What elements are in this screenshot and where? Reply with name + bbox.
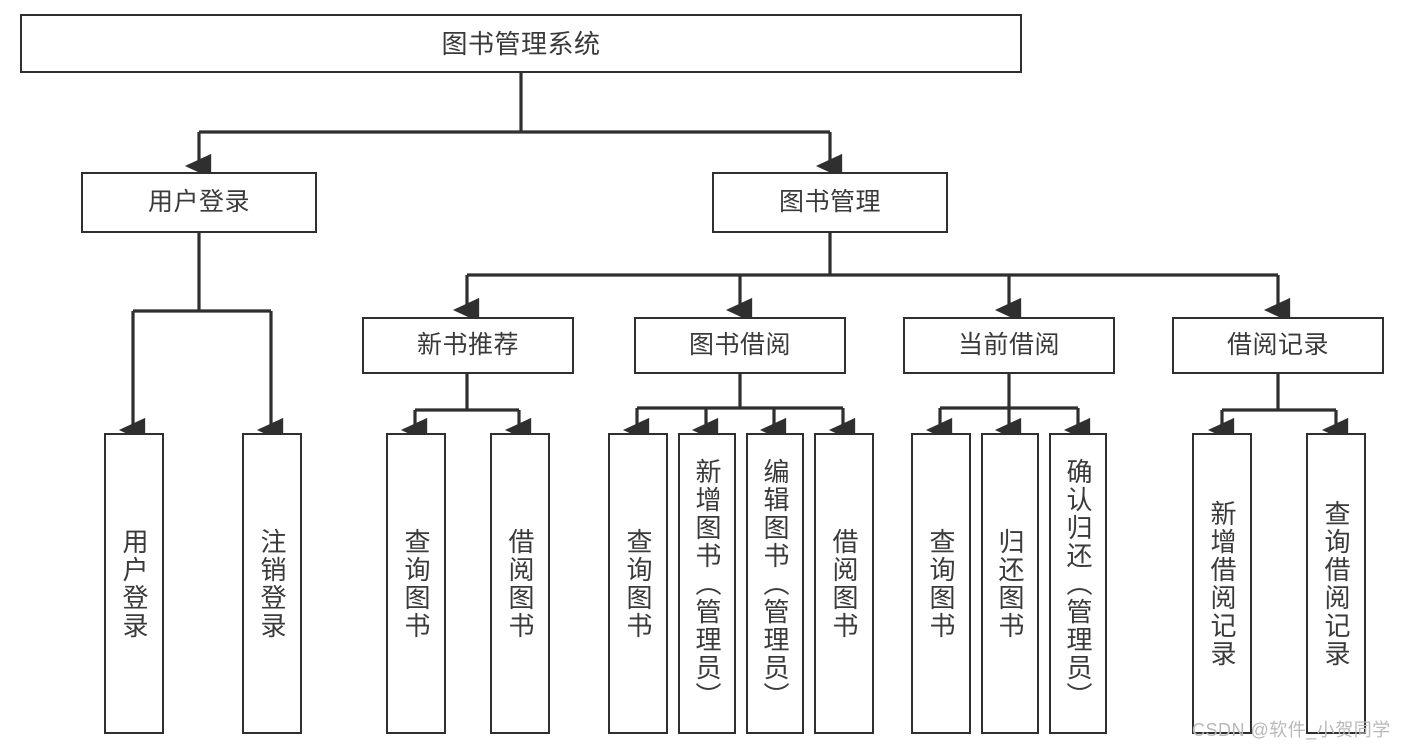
leaf-query-borrow-record[interactable]: 查询借阅记录 (1306, 433, 1366, 734)
leaf-logout-login[interactable]: 注销登录 (242, 433, 302, 734)
leaf-query-book-current[interactable]: 查询图书 (911, 433, 971, 734)
node-label: 查询图书 (401, 527, 432, 640)
node-book-borrow[interactable]: 图书借阅 (634, 317, 846, 374)
node-root-system[interactable]: 图书管理系统 (20, 14, 1022, 73)
node-label: 用户登录 (119, 527, 150, 640)
node-label: 查询借阅记录 (1321, 499, 1352, 668)
leaf-add-borrow-record[interactable]: 新增借阅记录 (1192, 433, 1252, 734)
node-label: 当前借阅 (957, 331, 1060, 359)
node-label: 借阅记录 (1226, 331, 1329, 359)
leaf-add-book-admin[interactable]: 新增图书（管理员） (678, 433, 736, 734)
node-label: 新增借阅记录 (1207, 499, 1238, 668)
node-label: 图书管理系统 (441, 28, 601, 59)
node-borrow-record[interactable]: 借阅记录 (1172, 317, 1384, 374)
node-label: 归还图书 (995, 527, 1026, 640)
node-label: 新书推荐 (416, 331, 519, 359)
leaf-borrow-book-recommend[interactable]: 借阅图书 (490, 433, 550, 734)
node-new-book-recommend[interactable]: 新书推荐 (362, 317, 574, 374)
node-label: 查询图书 (926, 527, 957, 640)
node-label: 图书管理 (778, 188, 881, 216)
node-label: 注销登录 (257, 527, 288, 640)
csdn-watermark: CSDN @软件_小贺同学 (1192, 720, 1391, 740)
leaf-query-book-borrow[interactable]: 查询图书 (608, 433, 668, 734)
node-user-login[interactable]: 用户登录 (81, 172, 317, 233)
leaf-return-book[interactable]: 归还图书 (981, 433, 1039, 734)
leaf-user-login[interactable]: 用户登录 (104, 433, 164, 734)
node-label: 借阅图书 (829, 527, 860, 640)
leaf-confirm-return-admin[interactable]: 确认归还（管理员） (1049, 433, 1107, 734)
node-label: 新增图书（管理员） (692, 457, 723, 710)
node-current-borrow[interactable]: 当前借阅 (903, 317, 1115, 374)
node-label: 借阅图书 (505, 527, 536, 640)
node-label: 确认归还（管理员） (1063, 457, 1094, 710)
node-label: 图书借阅 (688, 331, 791, 359)
node-label: 查询图书 (623, 527, 654, 640)
node-label: 编辑图书（管理员） (760, 457, 791, 710)
leaf-query-book-recommend[interactable]: 查询图书 (386, 433, 446, 734)
node-book-manage[interactable]: 图书管理 (712, 172, 948, 233)
leaf-edit-book-admin[interactable]: 编辑图书（管理员） (746, 433, 804, 734)
node-label: 用户登录 (147, 188, 250, 216)
leaf-borrow-book-borrow[interactable]: 借阅图书 (814, 433, 874, 734)
